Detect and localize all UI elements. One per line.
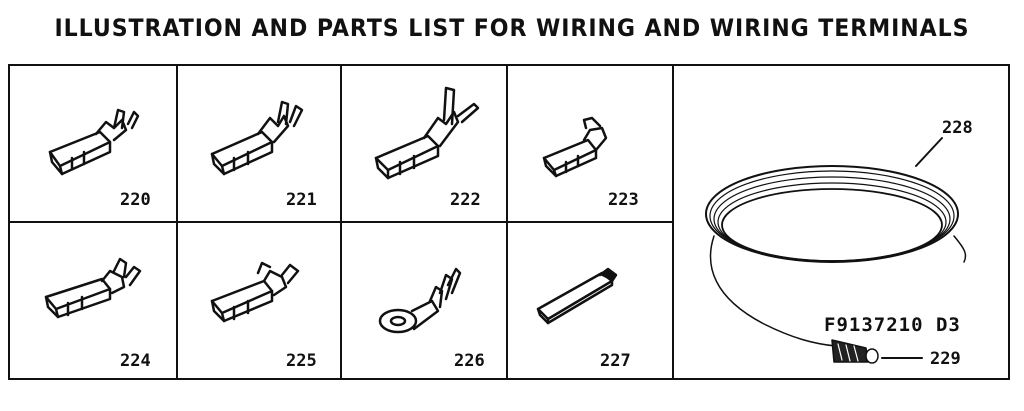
part-222-cell: 222 — [342, 66, 506, 221]
part-224-cell: 224 — [10, 223, 176, 378]
terminal-222-icon — [374, 86, 480, 180]
part-225-cell: 225 — [178, 223, 340, 378]
col-divider-1 — [176, 64, 178, 380]
terminal-223-icon — [542, 116, 608, 178]
part-number-220: 220 — [120, 190, 151, 210]
part-number-225: 225 — [286, 351, 317, 371]
wire-coil-228-icon — [705, 137, 967, 347]
part-number-223: 223 — [608, 190, 639, 210]
part-number-229: 229 — [930, 349, 961, 369]
part-220-cell: 220 — [10, 66, 176, 221]
part-number-226: 226 — [454, 351, 485, 371]
flag-terminal-227-icon — [536, 267, 618, 325]
diagram-code: F9137210 D3 — [824, 314, 961, 336]
part-227-cell: 227 — [508, 223, 672, 378]
terminal-221-icon — [210, 100, 304, 176]
ring-terminal-226-icon — [378, 267, 462, 334]
col-divider-4 — [672, 64, 674, 380]
col-divider-2 — [340, 64, 342, 380]
frame-right — [1008, 64, 1010, 380]
frame-bottom — [8, 378, 1010, 380]
part-226-cell: 226 — [342, 223, 506, 378]
diagram-title: ILLUSTRATION AND PARTS LIST FOR WIRING A… — [54, 14, 970, 42]
col-divider-3 — [506, 64, 508, 380]
part-number-228: 228 — [942, 118, 973, 138]
terminal-225-icon — [210, 261, 300, 323]
wire-cell: 228 229 — [674, 66, 1008, 378]
frame-top — [8, 64, 1010, 66]
terminal-224-icon — [44, 257, 142, 319]
part-number-222: 222 — [450, 190, 481, 210]
part-number-227: 227 — [600, 351, 631, 371]
part-223-cell: 223 — [508, 66, 672, 221]
terminal-220-icon — [48, 108, 140, 176]
wire-nut-229-icon — [831, 339, 923, 364]
part-221-cell: 221 — [178, 66, 340, 221]
part-number-224: 224 — [120, 351, 151, 371]
part-number-221: 221 — [286, 190, 317, 210]
